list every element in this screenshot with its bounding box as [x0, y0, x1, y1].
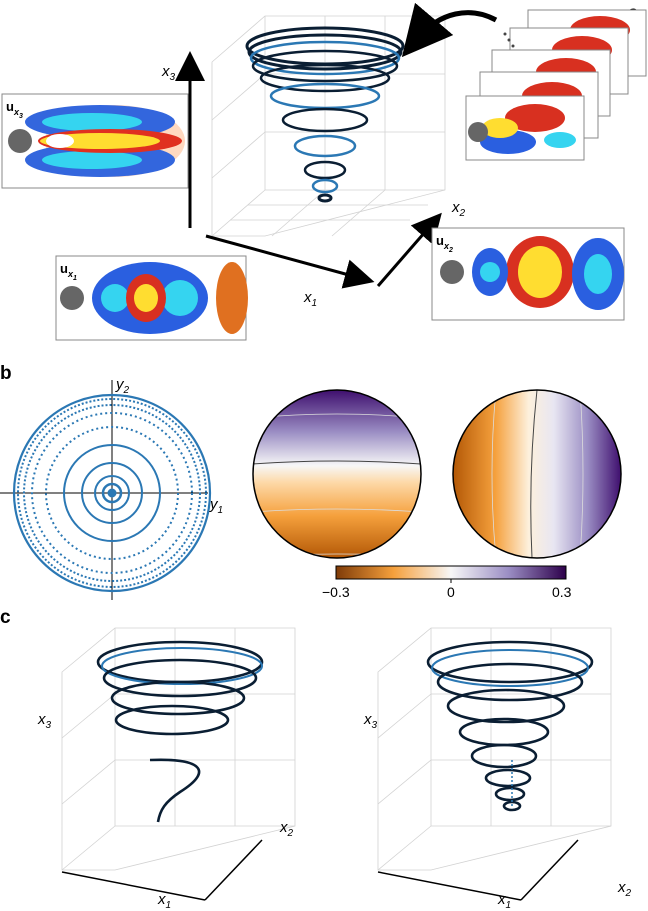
panel-b-phase-circles: [12, 393, 212, 593]
curved-arrow: [401, 2, 498, 58]
panel-c-left-trajectory: [96, 640, 264, 823]
panel-c-right-axes: [377, 839, 579, 901]
panel-a-x2-label: x2: [452, 199, 466, 219]
panel-b-y1-label: y1: [210, 496, 224, 516]
panel-c-figure: [61, 627, 612, 901]
sphere-right: [452, 389, 622, 559]
mode-x2-image: [431, 227, 625, 321]
panel-a-x1-label: x1: [304, 289, 318, 309]
colorbar: [335, 565, 567, 580]
snapshot-stack: [465, 9, 647, 161]
mode-x1-tag: ux1: [60, 261, 77, 282]
panel-c-left-x3-label: x3: [38, 711, 52, 731]
mode-x3-image: [1, 93, 189, 189]
panel-label-b: b: [0, 363, 12, 384]
colorbar-min: −0.3: [322, 584, 350, 600]
panel-c-right-x1-label: x1: [498, 891, 512, 911]
colorbar-max: 0.3: [552, 584, 572, 600]
panel-c-left-x2-label: x2: [280, 819, 294, 839]
panel-a-axes: [175, 51, 442, 289]
mode-x1-image: [55, 255, 248, 341]
panel-a-spiral: [245, 26, 405, 203]
colorbar-mid: 0: [447, 584, 455, 600]
panel-c-right-trajectory: [426, 640, 594, 812]
panel-a-3d-box: [211, 15, 446, 237]
panel-c-right-x2-label: x2: [618, 879, 632, 899]
panel-b-figure: [0, 380, 622, 600]
mode-x3-tag: ux3: [6, 99, 23, 120]
panel-a-figure: [1, 2, 647, 341]
panel-a-x3-label: x3: [162, 63, 176, 83]
panel-c-left-axes: [61, 839, 263, 901]
panel-c-right-box: [377, 627, 612, 871]
mode-x2-tag: ux2: [436, 233, 453, 254]
panel-c-left-box: [61, 627, 296, 871]
panel-c-left-x1-label: x1: [158, 891, 172, 911]
panel-b-y2-label: y2: [116, 376, 130, 396]
sphere-left: [252, 389, 422, 559]
panel-c-right-x3-label: x3: [364, 711, 378, 731]
panel-label-c: c: [0, 607, 11, 628]
